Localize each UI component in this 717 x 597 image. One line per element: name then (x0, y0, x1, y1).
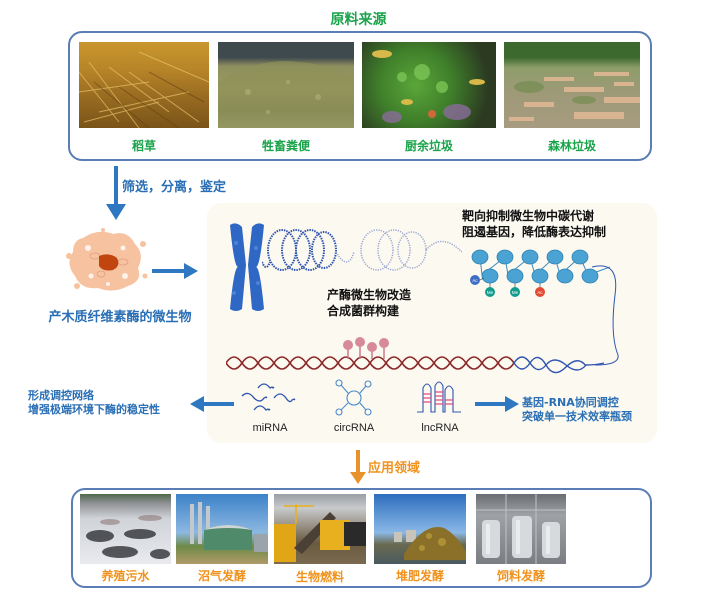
source-label-manure: 牲畜粪便 (261, 139, 310, 153)
application-label-wastewater: 养殖污水 (101, 569, 150, 583)
applications-box (71, 488, 652, 588)
left-outcome-line2: 增强极端环境下酶的稳定性 (28, 403, 160, 416)
down-arrow-icon (106, 166, 126, 220)
methylation-mark (367, 342, 377, 352)
down-arrow-icon (350, 450, 366, 484)
mark-label: Ac (537, 290, 543, 295)
feed-fermenter-photo (476, 494, 566, 564)
screening-label: 筛选，分离，鉴定 (122, 180, 227, 195)
kitchen-waste-photo (362, 42, 496, 128)
chromosome-icon (230, 223, 264, 311)
methyl-mark (510, 287, 520, 297)
methylation-mark (355, 337, 365, 347)
left-outcome-line1: 形成调控网络 (28, 389, 94, 402)
acetyl-mark (535, 287, 545, 297)
right-outcome-line2: 突破单一技术效率瓶颈 (522, 410, 632, 423)
dna-helix-icon (226, 337, 605, 374)
source-label-forest: 森林垃圾 (547, 139, 596, 153)
circrna-icon (335, 379, 372, 416)
right-arrow-icon (475, 396, 519, 412)
microbe-cell-icon (66, 228, 148, 291)
biogas-plant-photo (176, 494, 268, 564)
methyl-mark (485, 287, 495, 297)
sources-box (68, 31, 652, 161)
mirna-icon (241, 383, 296, 411)
modify-label-line2: 合成菌群构建 (327, 304, 400, 318)
methylation-mark (379, 338, 389, 348)
compost-pile-photo (374, 494, 466, 564)
source-label-kitchen: 厨余垃圾 (404, 139, 453, 153)
biofuel-plant-photo (274, 494, 366, 564)
application-label-feed: 饲料发酵 (496, 569, 545, 583)
application-label-biogas: 沼气发酵 (197, 569, 246, 583)
modify-label-line1: 产酶微生物改造 (327, 288, 412, 302)
mark-label: Me (512, 290, 519, 295)
straw-photo (79, 42, 209, 128)
right-outcome-line1: 基因-RNA协同调控 (522, 396, 619, 409)
application-label-compost: 堆肥发酵 (395, 569, 444, 583)
mirna-label: miRNA (252, 422, 288, 434)
chromatin-coil-icon (262, 229, 462, 271)
dna-strand-link (591, 265, 619, 366)
mark-label: Ac (472, 278, 478, 283)
application-label-biofuel: 生物燃料 (295, 570, 344, 584)
left-arrow-icon (190, 396, 234, 412)
target-label-line1: 靶向抑制微生物中碳代谢 (462, 209, 595, 223)
lncrna-label: lncRNA (421, 422, 459, 434)
aquaculture-wastewater-photo (80, 494, 171, 564)
nucleosome-array-icon: Ac Me Me Ac (470, 249, 611, 297)
right-arrow-icon (152, 263, 198, 279)
acetyl-mark (470, 275, 480, 285)
methylation-mark (343, 340, 353, 350)
applications-title: 应用领域 (368, 461, 421, 476)
source-label-straw: 稻草 (131, 139, 156, 153)
circrna-label: circRNA (333, 422, 375, 434)
sources-title: 原料来源 (330, 12, 387, 28)
livestock-manure-photo (218, 42, 354, 128)
microbe-label: 产木质纤维素酶的微生物 (48, 310, 192, 325)
forest-waste-photo (504, 42, 640, 128)
target-label-line2: 阻遏基因，降低酶表达抑制 (462, 225, 607, 239)
lncrna-icon (417, 381, 461, 413)
mark-label: Me (487, 290, 494, 295)
